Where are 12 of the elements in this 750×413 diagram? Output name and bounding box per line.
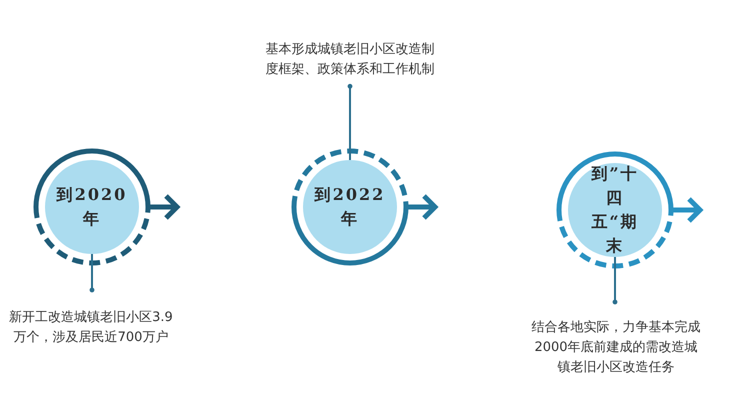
- leader-line: [612, 257, 618, 304]
- description-text: 结合各地实际，力争基本完成2000年底前建成的需改造城镇老旧小区改造任务: [530, 319, 702, 378]
- leader-line: [348, 84, 352, 160]
- milestone-circle: [568, 163, 662, 257]
- milestone-circle: [45, 160, 139, 254]
- leader-line: [90, 254, 94, 292]
- milestone-year: 到2020年: [56, 184, 128, 230]
- milestone-year: 到2022年: [314, 184, 386, 230]
- description-text: 新开工改造城镇老旧小区3.9万个，涉及居民近700万户: [8, 309, 174, 348]
- description-text: 基本形成城镇老旧小区改造制度框架、政策体系和工作机制: [264, 41, 436, 80]
- milestone-circle: [303, 160, 397, 254]
- milestone-year: 到”十四五“期末: [590, 163, 640, 257]
